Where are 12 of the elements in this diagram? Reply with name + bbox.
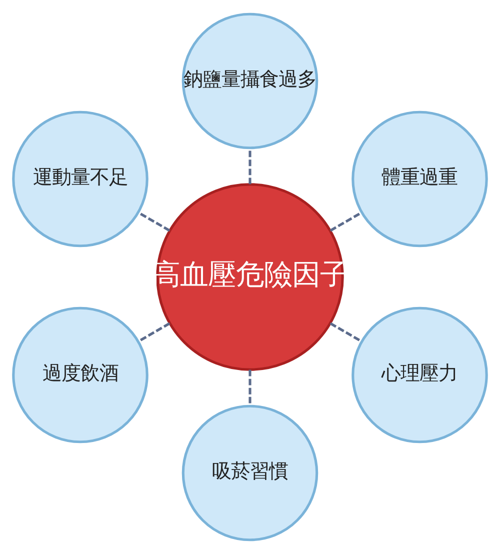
connector xyxy=(138,322,170,342)
connector xyxy=(248,148,252,184)
node-circle: 鈉鹽量攝食過多 xyxy=(182,12,318,149)
connector xyxy=(330,211,362,232)
connector xyxy=(330,322,362,342)
node-circle: 體重過重 xyxy=(352,110,488,247)
node-circle: 心理壓力 xyxy=(352,306,488,443)
node-circle: 運動量不足 xyxy=(12,110,148,247)
connector xyxy=(138,211,170,232)
node-circle: 過度飲酒 xyxy=(12,306,148,443)
node-circle: 吸菸習慣 xyxy=(182,404,318,541)
connector xyxy=(248,369,252,406)
